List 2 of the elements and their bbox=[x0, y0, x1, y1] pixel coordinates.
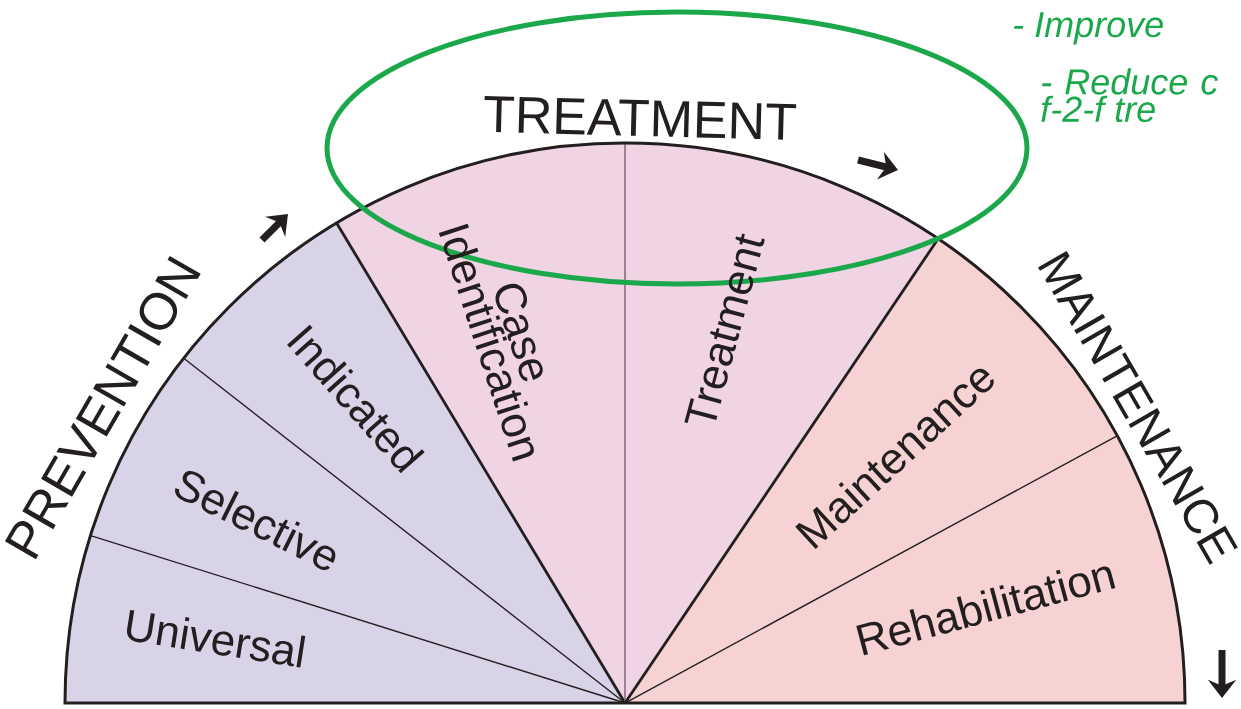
sector-label: Universal bbox=[126, 609, 306, 668]
bullet-note: - Improve bbox=[1014, 12, 1163, 45]
